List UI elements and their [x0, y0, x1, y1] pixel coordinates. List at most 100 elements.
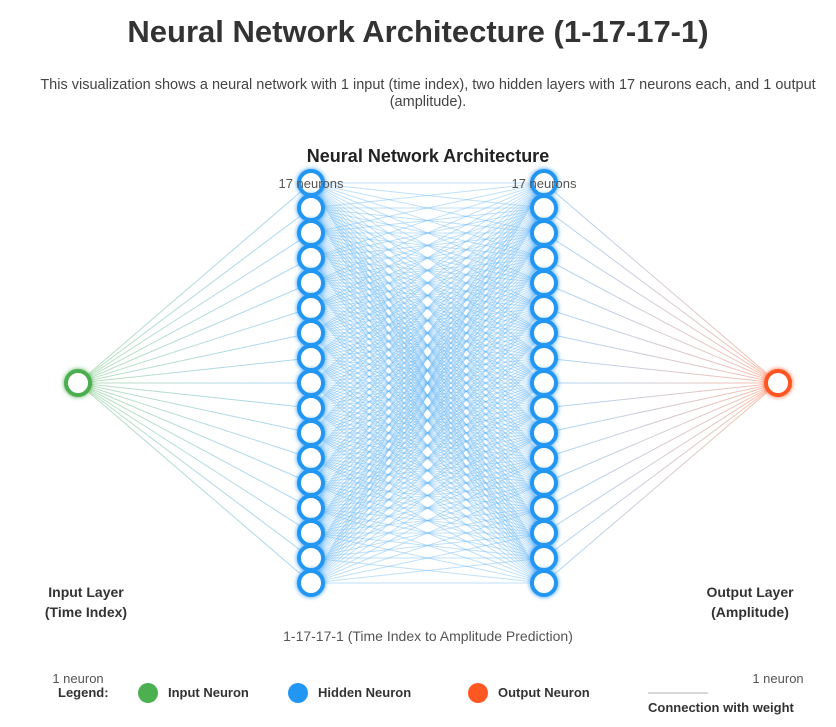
- connection-line: [310, 232, 545, 459]
- connection-line: [310, 207, 545, 559]
- connection-line: [310, 282, 545, 584]
- connection-line: [310, 507, 545, 584]
- connection-line: [310, 432, 545, 484]
- connection-line: [310, 182, 545, 509]
- connection-line: [310, 507, 545, 534]
- legend-hidden-label: Hidden Neuron: [318, 685, 411, 700]
- hidden-neuron: [297, 494, 325, 522]
- connection-line: [310, 282, 545, 484]
- connection-line: [77, 382, 312, 409]
- connection-line: [310, 232, 545, 434]
- connection-line: [310, 482, 545, 509]
- connection-line: [310, 382, 545, 584]
- connection-line: [310, 332, 545, 534]
- connection-line: [310, 207, 545, 259]
- connection-line: [310, 532, 545, 584]
- connection-line: [310, 557, 545, 584]
- hidden-neuron: [297, 219, 325, 247]
- connection-line: [310, 232, 545, 309]
- connection-line: [310, 282, 545, 559]
- connection-line: [77, 257, 312, 384]
- hidden-neuron: [297, 569, 325, 597]
- connection-line: [77, 382, 312, 509]
- connection-line: [310, 257, 545, 284]
- connection-line: [310, 357, 545, 509]
- connection-line: [310, 282, 545, 534]
- connection-line: [543, 332, 779, 384]
- hidden-neuron: [530, 369, 558, 397]
- connection-line: [310, 207, 545, 284]
- connection-line: [310, 307, 545, 534]
- connection-line: [310, 407, 545, 459]
- connection-line: [310, 382, 545, 509]
- connection-line: [310, 182, 545, 534]
- hidden-neuron: [530, 219, 558, 247]
- output-neuron: [764, 369, 792, 397]
- connection-line: [310, 282, 545, 484]
- connection-line: [310, 357, 545, 459]
- connection-line: [310, 257, 545, 509]
- hidden2-count-label: 17 neurons: [511, 176, 577, 191]
- connection-line: [310, 282, 545, 359]
- connection-line: [310, 332, 545, 359]
- connection-line: [310, 357, 545, 434]
- connection-line: [310, 182, 545, 259]
- connection-line: [310, 257, 545, 359]
- connection-line: [310, 407, 545, 484]
- hidden-neuron: [297, 244, 325, 272]
- connection-line: [543, 307, 779, 384]
- connection-line: [310, 482, 545, 509]
- connection-line: [310, 357, 545, 584]
- connection-line: [310, 332, 545, 509]
- connection-line: [310, 182, 545, 584]
- connection-line: [310, 257, 545, 334]
- connection-line: [310, 257, 545, 434]
- connection-line: [543, 382, 779, 459]
- connection-line: [310, 232, 545, 334]
- connection-line: [543, 382, 779, 409]
- connection-line: [310, 182, 545, 459]
- connection-line: [310, 282, 545, 534]
- legend-output-swatch: [468, 683, 488, 703]
- connection-line: [310, 407, 545, 434]
- connection-line: [310, 332, 545, 409]
- connection-line: [310, 182, 545, 409]
- connection-line: [310, 332, 545, 459]
- input-count-label: 1 neuron: [52, 671, 103, 686]
- connection-line: [310, 357, 545, 409]
- connection-line: [310, 332, 545, 384]
- connection-line: [310, 457, 545, 534]
- connection-line: [310, 182, 545, 559]
- connection-line: [310, 232, 545, 584]
- connection-line: [310, 332, 545, 484]
- hidden-neuron: [530, 319, 558, 347]
- connection-line: [310, 182, 545, 459]
- connection-line: [310, 307, 545, 509]
- connection-line: [310, 332, 545, 459]
- connection-line: [310, 257, 545, 309]
- connection-line: [310, 357, 545, 534]
- connection-line: [310, 232, 545, 259]
- connection-line: [310, 432, 545, 459]
- connection-line: [310, 257, 545, 359]
- connection-line: [310, 432, 545, 584]
- hidden-neuron: [297, 519, 325, 547]
- connection-line: [310, 182, 545, 284]
- connection-line: [77, 332, 312, 384]
- hidden-neuron: [530, 519, 558, 547]
- connection-line: [310, 357, 545, 559]
- connection-line: [310, 307, 545, 384]
- connection-line: [310, 232, 545, 284]
- connection-line: [310, 357, 545, 484]
- connection-line: [543, 232, 779, 384]
- connection-line: [310, 332, 545, 359]
- connection-line: [310, 357, 545, 534]
- connection-line: [310, 182, 545, 334]
- connection-line: [310, 182, 545, 234]
- connection-line: [310, 232, 545, 509]
- connection-line: [310, 307, 545, 584]
- connection-line: [310, 207, 545, 334]
- connection-line: [310, 507, 545, 534]
- connection-line: [310, 257, 545, 509]
